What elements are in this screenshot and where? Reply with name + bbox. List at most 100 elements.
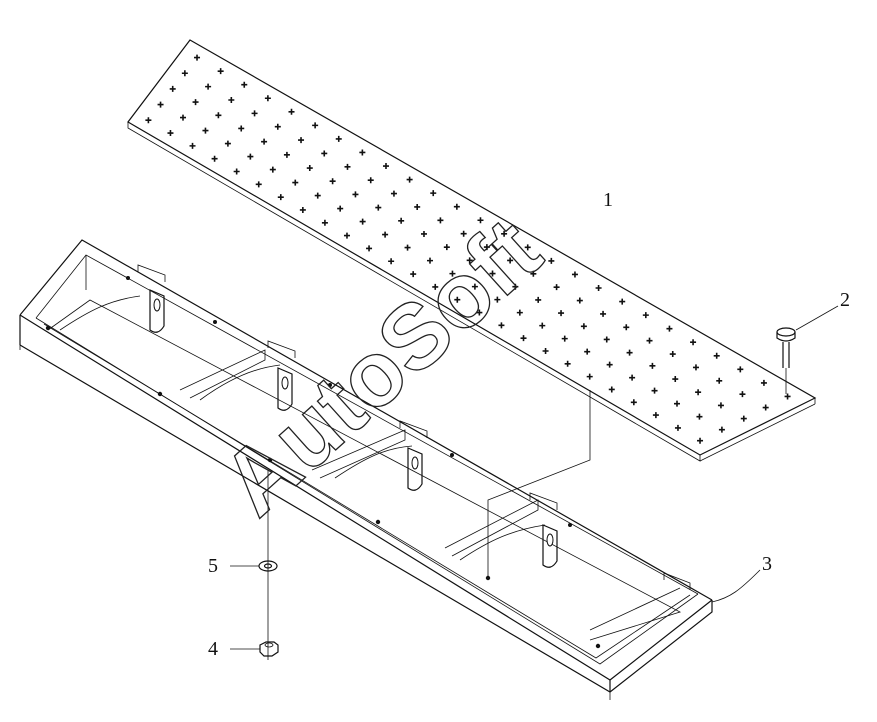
- perforation-cross: [666, 325, 673, 332]
- perforation-cross: [516, 309, 523, 316]
- watermark-text: AutoSoft: [203, 199, 560, 535]
- perforation-cross: [211, 155, 218, 162]
- perforation-cross: [269, 166, 276, 173]
- perforation-cross: [255, 181, 262, 188]
- perforation-cross: [449, 270, 456, 277]
- perforation-cross: [696, 413, 703, 420]
- perforation-cross: [623, 324, 630, 331]
- perforation-cross: [460, 230, 467, 237]
- perforation-cross: [321, 219, 328, 226]
- perforation-cross: [202, 127, 209, 134]
- perforation-cross: [477, 217, 484, 224]
- perforation-cross: [483, 244, 490, 251]
- perforation-cross: [489, 270, 496, 277]
- perforation-cross: [292, 179, 299, 186]
- perforation-cross: [571, 271, 578, 278]
- perforation-cross: [312, 122, 319, 129]
- perforated-plate: [127, 39, 817, 462]
- perforation-cross: [205, 83, 212, 90]
- perforation-cross: [558, 310, 565, 317]
- nut-part-4: [259, 641, 279, 657]
- perforation-cross: [561, 335, 568, 342]
- perforation-cross: [247, 153, 254, 160]
- perforation-cross: [539, 322, 546, 329]
- perforation-cross: [251, 110, 258, 117]
- screw-part-2: [776, 327, 796, 394]
- perforation-cross: [359, 218, 366, 225]
- perforation-cross: [343, 232, 350, 239]
- perforation-cross: [646, 337, 653, 344]
- callout-leaders: [230, 305, 839, 650]
- perforation-cross: [740, 415, 747, 422]
- perforation-cross: [760, 379, 767, 386]
- perforation-cross: [375, 204, 382, 211]
- perforation-cross: [674, 400, 681, 407]
- perforation-cross: [224, 140, 231, 147]
- perforation-cross: [697, 437, 704, 444]
- perforation-cross: [476, 309, 483, 316]
- perforation-cross: [542, 347, 549, 354]
- perforation-cross: [329, 178, 336, 185]
- perforation-cross: [359, 149, 366, 156]
- perforation-cross: [274, 123, 281, 130]
- perforation-cross: [367, 177, 374, 184]
- perforation-cross: [762, 404, 769, 411]
- perforation-cross: [674, 424, 681, 431]
- perforation-cross: [427, 257, 434, 264]
- perforation-cross: [626, 349, 633, 356]
- perforation-cross: [576, 297, 583, 304]
- perforation-cross: [580, 323, 587, 330]
- perforation-cross: [321, 150, 328, 157]
- perforation-cross: [553, 284, 560, 291]
- perforation-cross: [584, 348, 591, 355]
- perforation-cross: [382, 231, 389, 238]
- perforation-cross: [548, 257, 555, 264]
- callout-5: 5: [208, 555, 218, 577]
- perforation-cross: [690, 339, 697, 346]
- alignment-lines: [267, 390, 591, 660]
- perforation-cross: [784, 393, 791, 400]
- perforation-cross: [414, 203, 421, 210]
- perforation-cross: [215, 112, 222, 119]
- perforation-cross: [642, 312, 649, 319]
- perforation-cross: [404, 244, 411, 251]
- callout-4: 4: [208, 638, 218, 660]
- perforation-cross: [524, 244, 531, 251]
- perforation-cross: [716, 377, 723, 384]
- perforation-cross: [512, 283, 519, 290]
- perforation-cross: [672, 376, 679, 383]
- perforation-cross: [192, 99, 199, 106]
- perforation-cross: [739, 391, 746, 398]
- perforation-cross: [507, 257, 514, 264]
- perforation-cross: [453, 203, 460, 210]
- perforation-cross: [283, 151, 290, 158]
- callout-1: 1: [603, 189, 613, 211]
- perforation-cross: [669, 351, 676, 358]
- perforation-cross: [437, 217, 444, 224]
- perforation-cross: [430, 190, 437, 197]
- perforation-cross: [335, 135, 342, 142]
- perforation-cross: [233, 168, 240, 175]
- perforation-cross: [398, 217, 405, 224]
- perforation-cross: [600, 310, 607, 317]
- perforation-cross: [535, 296, 542, 303]
- perforation-cross: [420, 230, 427, 237]
- callout-3: 3: [762, 553, 772, 575]
- perforation-cross: [454, 296, 461, 303]
- perforation-cross: [595, 285, 602, 292]
- perforation-cross: [471, 283, 478, 290]
- perforation-cross: [564, 360, 571, 367]
- perforation-cross: [288, 108, 295, 115]
- perforation-cross: [366, 245, 373, 252]
- perforation-cross: [241, 81, 248, 88]
- perforation-cross: [603, 336, 610, 343]
- perforation-cross: [167, 130, 174, 137]
- perforation-cross: [530, 270, 537, 277]
- perforation-cross: [606, 361, 613, 368]
- perforation-cross: [390, 190, 397, 197]
- perforation-cross: [298, 137, 305, 144]
- perforation-cross: [189, 142, 196, 149]
- perforation-cross: [652, 412, 659, 419]
